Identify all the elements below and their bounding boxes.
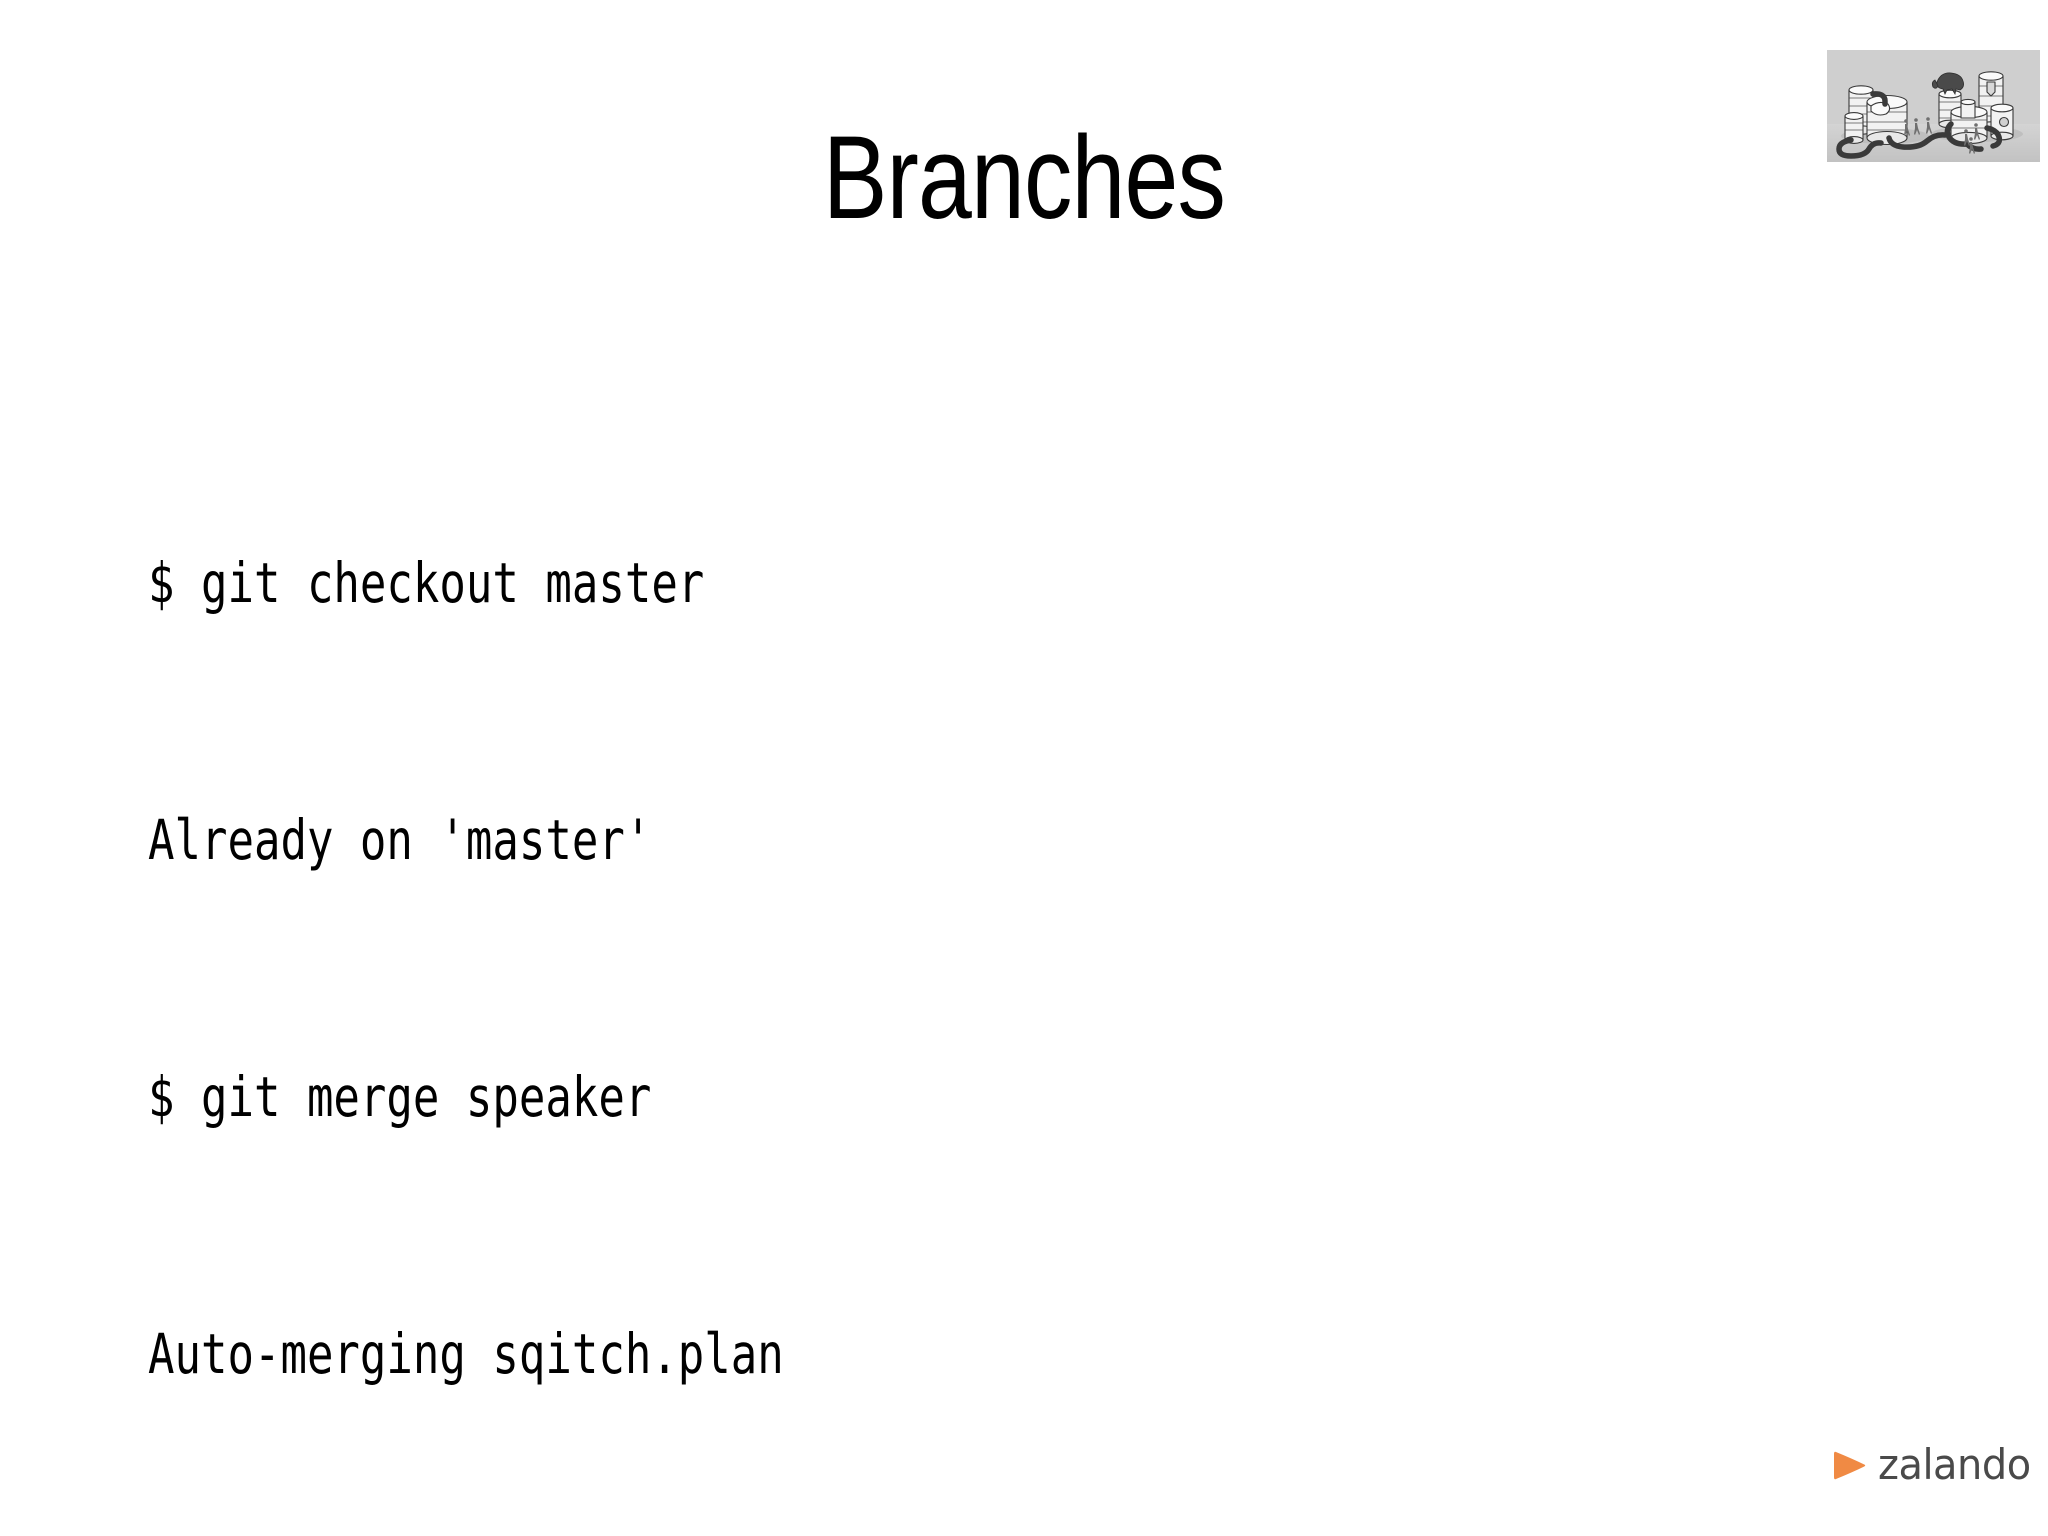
page-title: Branches — [822, 112, 1226, 245]
terminal-line: $ git checkout master — [148, 551, 705, 616]
terminal-line: Auto-merging sqitch.plan — [148, 1321, 784, 1386]
zalando-logo: zalando — [1833, 1438, 2031, 1492]
zalando-wordmark: zalando — [1878, 1440, 2031, 1489]
zalando-play-triangle-icon — [1834, 1451, 1866, 1479]
terminal-line: Already on 'master' — [148, 807, 652, 872]
terminal-line: $ git merge speaker — [148, 1064, 652, 1129]
terminal-transcript: $ git checkout master Already on 'master… — [148, 430, 1968, 1536]
tanks-and-pipes-sketch-image — [1827, 50, 2040, 162]
